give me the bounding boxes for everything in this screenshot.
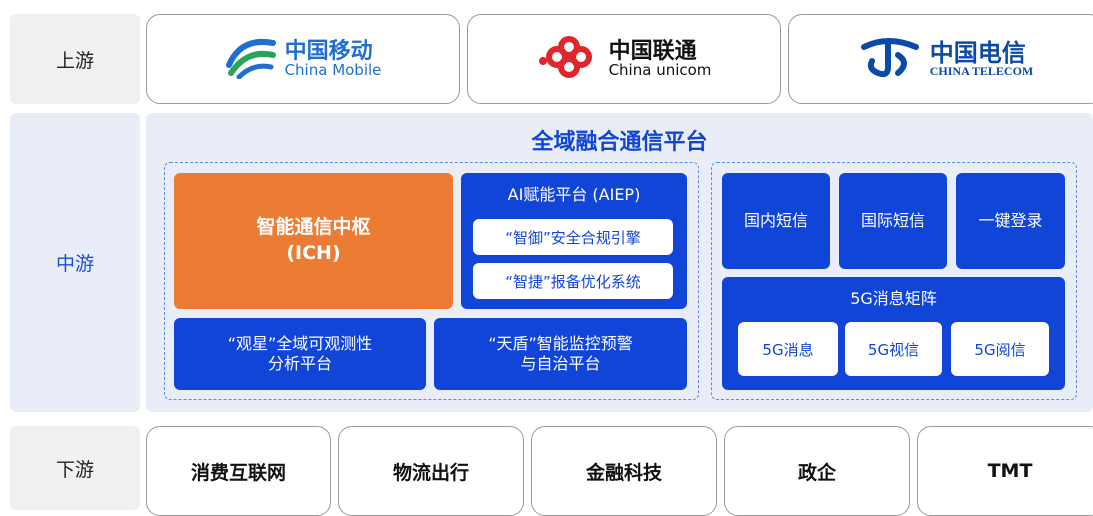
ich-box: 智能通信中枢 (ICH) (174, 173, 453, 309)
china-mobile-en: China Mobile (284, 60, 382, 79)
one-click-login-label: 一键登录 (978, 211, 1043, 230)
downstream-tmt: TMT (917, 426, 1093, 516)
tiandun-box: “天盾”智能监控预警 与自治平台 (434, 318, 687, 390)
one-click-login-box: 一键登录 (956, 173, 1065, 269)
downstream-tmt-label: TMT (987, 460, 1033, 482)
upstream-china-unicom: 中国联通 China unicom (467, 14, 781, 104)
sms-international-label: 国际短信 (860, 211, 925, 230)
5g-matrix-title: 5G消息矩阵 (850, 289, 937, 308)
downstream-logistics-label: 物流出行 (392, 461, 469, 484)
sms-domestic-box: 国内短信 (722, 173, 830, 269)
china-mobile-logo: 中国移动 China Mobile (225, 35, 382, 83)
china-telecom-logo-icon (858, 33, 922, 85)
china-unicom-cn: 中国联通 (608, 38, 697, 64)
china-telecom-en: CHINA TELECOM (929, 64, 1034, 79)
ich-title: 智能通信中枢 (256, 216, 371, 239)
aiep-item-security-label: “智御”安全合规引擎 (505, 228, 641, 247)
row-label-upstream-text: 上游 (55, 49, 94, 72)
core-platform-group (164, 162, 699, 400)
downstream-fintech-label: 金融科技 (585, 461, 662, 484)
5g-read-label: 5G阅信 (974, 340, 1026, 359)
sms-international-box: 国际短信 (839, 173, 947, 269)
china-unicom-knot-logo-icon (537, 33, 601, 85)
aiep-item-security: “智御”安全合规引擎 (473, 219, 673, 255)
5g-message-pill: 5G消息 (738, 322, 838, 376)
aiep-item-filing-label: “智捷”报备优化系统 (505, 272, 641, 291)
china-telecom-logo: 中国电信 CHINA TELECOM (858, 33, 1033, 85)
guanxing-box: “观星”全域可观测性 分析平台 (174, 318, 426, 390)
guanxing-line1: “观星”全域可观测性 (227, 334, 373, 353)
aiep-item-filing: “智捷”报备优化系统 (473, 263, 673, 299)
upstream-china-mobile: 中国移动 China Mobile (146, 14, 460, 104)
china-unicom-en: China unicom (608, 60, 712, 79)
sms-domestic-label: 国内短信 (743, 211, 808, 230)
tiandun-line2: 与自治平台 (520, 354, 601, 373)
5g-video-label: 5G视信 (867, 340, 920, 359)
china-unicom-logo: 中国联通 China unicom (537, 33, 712, 85)
row-label-downstream-text: 下游 (55, 458, 94, 481)
tiandun-line1: “天盾”智能监控预警 (488, 334, 633, 353)
china-telecom-cn: 中国电信 (929, 38, 1026, 68)
aiep-title: AI赋能平台 (AIEP) (507, 185, 641, 204)
messaging-group (711, 162, 1077, 400)
downstream-government-label: 政企 (797, 461, 836, 484)
downstream-government: 政企 (724, 426, 910, 516)
row-label-midstream: 中游 (10, 113, 140, 412)
ich-abbr: (ICH) (286, 242, 341, 264)
upstream-china-telecom: 中国电信 CHINA TELECOM (788, 14, 1093, 104)
platform-title: 全域融合通信平台 (531, 130, 708, 155)
downstream-consumer-internet: 消费互联网 (146, 426, 331, 516)
downstream-consumer-internet-label: 消费互联网 (190, 461, 286, 484)
downstream-fintech: 金融科技 (531, 426, 717, 516)
downstream-logistics: 物流出行 (338, 426, 524, 516)
china-mobile-cn: 中国移动 (284, 38, 373, 64)
5g-video-pill: 5G视信 (845, 322, 942, 376)
row-label-upstream: 上游 (10, 14, 140, 104)
5g-message-label: 5G消息 (762, 340, 814, 359)
row-label-downstream: 下游 (10, 426, 140, 510)
5g-read-pill: 5G阅信 (951, 322, 1049, 376)
guanxing-line2: 分析平台 (267, 354, 332, 373)
row-label-midstream-text: 中游 (55, 253, 94, 275)
china-mobile-logo-icon (225, 35, 277, 83)
